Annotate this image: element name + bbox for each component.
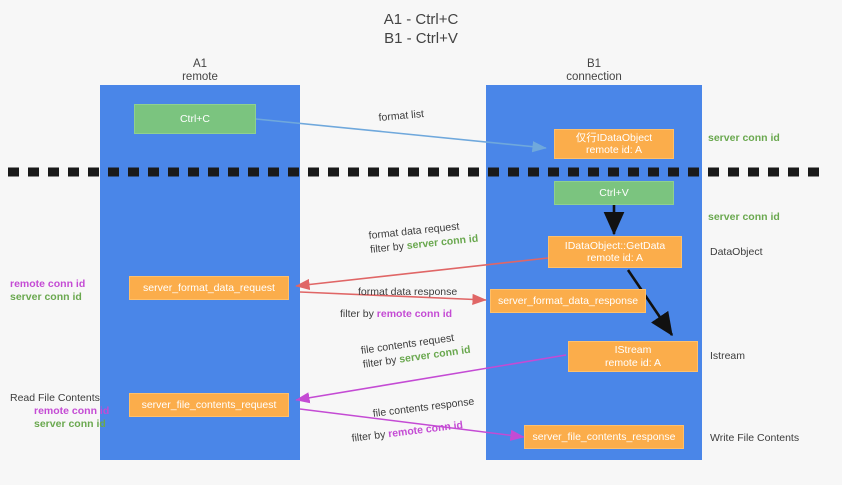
annotation-format-data-response: format data response filter by remote co… — [340, 285, 458, 321]
node-server-file-contents-request-label: server_file_contents_request — [141, 398, 277, 411]
left-read-file-contents-text: Read File Contents — [10, 392, 100, 404]
node-istream-remote-id: remote id: A — [604, 356, 662, 369]
arrow-getdata-to-istream — [626, 269, 674, 337]
annotation-format-data-response-line1: format data response — [358, 286, 458, 298]
node-getdata-remote-id: remote id: A — [586, 252, 644, 264]
right-label-dataobject: DataObject — [710, 246, 763, 258]
left-server-conn-id-2: server conn id — [34, 418, 106, 430]
node-ctrl-v[interactable]: Ctrl+V — [554, 181, 674, 205]
left-server-conn-id-1: server conn id — [10, 291, 82, 303]
lane-b1-name: B1 — [586, 58, 602, 70]
node-server-format-data-response[interactable]: server_format_data_response — [490, 289, 646, 313]
left-label-read-file-contents: Read File Contents remote conn id server… — [10, 392, 109, 431]
node-server-format-data-request[interactable]: server_format_data_request — [129, 276, 289, 300]
node-getdata-label: IDataObject::GetData — [564, 239, 666, 252]
arrow-file-contents-request — [295, 354, 567, 404]
lane-a1-name: A1 — [192, 58, 208, 70]
right-label-write-file-contents: Write File Contents — [710, 432, 800, 444]
node-idataobject[interactable]: 仅行IDataObject remote id: A — [554, 129, 674, 159]
title-line-2: B1 - Ctrl+V — [384, 30, 458, 47]
right-label-istream: Istream — [710, 350, 746, 362]
node-getdata[interactable]: IDataObject::GetData remote id: A — [548, 236, 682, 268]
left-remote-conn-id-2: remote conn id — [34, 405, 110, 417]
node-ctrl-c-label: Ctrl+C — [179, 112, 211, 125]
node-server-file-contents-response-label: server_file_contents_response — [532, 430, 676, 443]
diagram-title: A1 - Ctrl+C B1 - Ctrl+V — [0, 10, 842, 48]
node-istream[interactable]: IStream remote id: A — [568, 341, 698, 372]
node-ctrl-c[interactable]: Ctrl+C — [134, 104, 256, 134]
right-label-server-conn-id-2: server conn id — [708, 211, 780, 223]
left-label-conn-ids-1: remote conn id server conn id — [10, 278, 85, 304]
arrow-format-data-request — [295, 257, 549, 291]
lane-header-a1: A1 remote — [100, 58, 300, 84]
title-line-1: A1 - Ctrl+C — [383, 11, 459, 28]
left-remote-conn-id-1: remote conn id — [10, 278, 86, 290]
lane-header-b1: B1 connection — [486, 58, 702, 84]
filter-key-remote-conn-id: remote conn id — [376, 308, 453, 320]
node-idataobject-remote-id: remote id: A — [585, 144, 643, 156]
node-istream-label: IStream — [614, 344, 652, 356]
arrow-file-contents-response — [299, 408, 525, 441]
arrow-format-data-response — [299, 291, 487, 306]
node-ctrl-v-label: Ctrl+V — [599, 186, 629, 199]
lane-b1-sub: connection — [566, 71, 622, 83]
node-server-file-contents-response[interactable]: server_file_contents_response — [524, 425, 684, 449]
lane-a1-sub: remote — [182, 71, 218, 83]
node-server-format-data-response-label: server_format_data_response — [497, 294, 639, 307]
arrow-format-list — [255, 118, 547, 153]
node-server-format-data-request-label: server_format_data_request — [143, 281, 275, 294]
annotation-format-data-response-line2: filter by remote conn id — [340, 308, 453, 320]
right-label-server-conn-id-1: server conn id — [708, 132, 780, 144]
node-server-file-contents-request[interactable]: server_file_contents_request — [129, 393, 289, 417]
node-idataobject-label: 仅行IDataObject — [575, 131, 653, 144]
